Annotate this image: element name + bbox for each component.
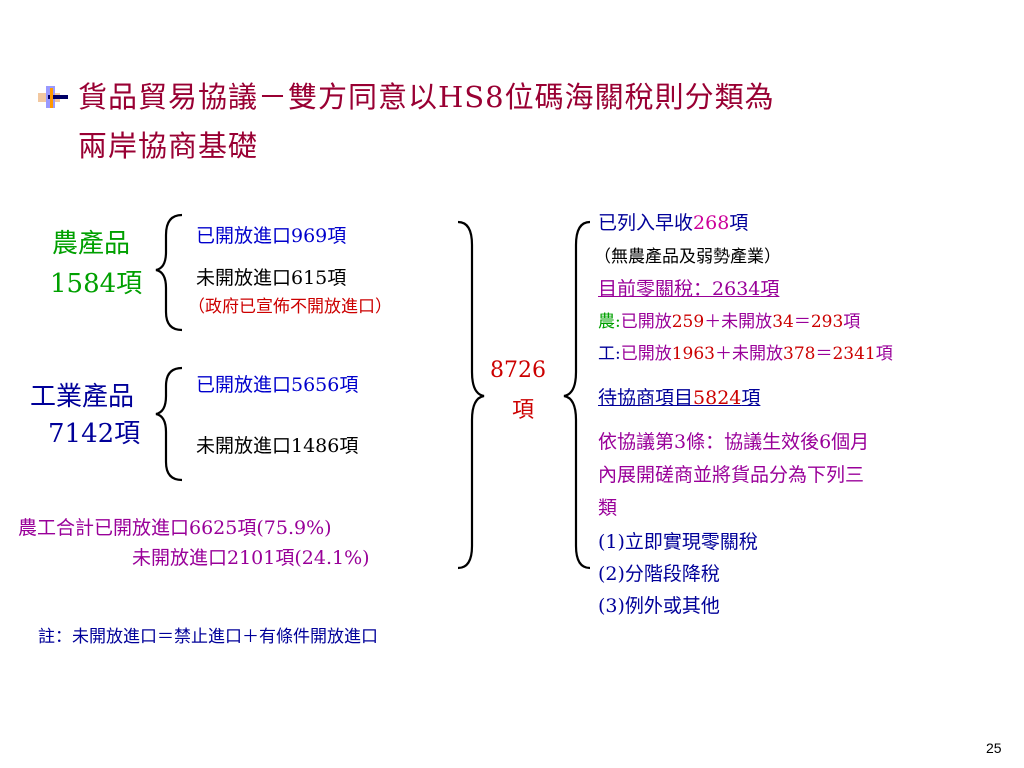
center-unit: 項 bbox=[512, 398, 535, 423]
ind-zero-eq: ＝ bbox=[815, 344, 833, 364]
industry-label: 工業產品 bbox=[30, 382, 135, 412]
agri-count: 1584項 bbox=[50, 269, 143, 299]
ind-zero-closed: 378 bbox=[783, 344, 816, 364]
agri-zero-open-label: 已開放 bbox=[620, 312, 672, 332]
totals-line1: 農工合計已開放進口6625項(75.9%) bbox=[18, 517, 332, 539]
early-suffix: 項 bbox=[729, 212, 749, 234]
early-value: 268 bbox=[693, 212, 730, 234]
agri-zero-row: 農:已開放259＋未開放34＝293項 bbox=[598, 312, 861, 333]
article-line1: 依協議第3條：協議生效後6個月 bbox=[598, 431, 870, 453]
industry-zero-row: 工:已開放1963＋未開放378＝2341項 bbox=[598, 344, 893, 365]
industry-count: 7142項 bbox=[48, 419, 141, 449]
agri-closed-note: （政府已宣佈不開放進口） bbox=[188, 297, 392, 317]
ind-zero-prefix: 工: bbox=[598, 344, 621, 364]
agri-zero-eq: ＝ bbox=[793, 312, 811, 332]
early-harvest: 已列入早收268項 bbox=[598, 212, 749, 235]
ind-zero-open: 1963 bbox=[671, 344, 715, 364]
agri-zero-total: 293 bbox=[810, 312, 844, 332]
zero-value: 2634 bbox=[712, 278, 761, 300]
agri-zero-suffix: 項 bbox=[843, 312, 861, 332]
totals-line2: 未開放進口2101項(24.1%) bbox=[132, 547, 370, 569]
ind-zero-open-label: 已開放 bbox=[620, 344, 672, 364]
pending-value: 5824 bbox=[693, 387, 742, 409]
zero-suffix: 項 bbox=[760, 278, 780, 300]
pending-suffix: 項 bbox=[741, 387, 761, 409]
agri-zero-open: 259 bbox=[671, 312, 705, 332]
zero-prefix: 目前零關稅： bbox=[598, 278, 713, 300]
pending-prefix: 待協商項目 bbox=[598, 387, 694, 409]
industry-open: 已開放進口5656項 bbox=[196, 374, 359, 396]
bullet-icon bbox=[38, 86, 68, 108]
category-1: (1)立即實現零關稅 bbox=[598, 531, 758, 553]
early-note: （無農產品及弱勢產業） bbox=[594, 247, 781, 267]
ind-zero-plus: ＋未開放 bbox=[715, 344, 783, 364]
ind-zero-suffix: 項 bbox=[875, 344, 893, 364]
category-2: (2)分階段降稅 bbox=[598, 563, 720, 585]
agri-label: 農產品 bbox=[52, 229, 131, 259]
article-line2: 內展開磋商並將貨品分為下列三 bbox=[598, 464, 865, 486]
industry-closed: 未開放進口1486項 bbox=[196, 435, 359, 457]
footnote: 註：未開放進口＝禁止進口＋有條件開放進口 bbox=[38, 627, 378, 647]
agri-zero-plus: ＋未開放 bbox=[704, 312, 773, 332]
agri-brace bbox=[155, 213, 183, 332]
center-total: 8726 bbox=[490, 358, 546, 383]
agri-open: 已開放進口969項 bbox=[196, 225, 347, 247]
pending-items: 待協商項目5824項 bbox=[598, 387, 761, 410]
agri-closed: 未開放進口615項 bbox=[196, 267, 347, 289]
center-right-brace bbox=[457, 220, 485, 570]
industry-brace bbox=[155, 366, 183, 482]
category-3: (3)例外或其他 bbox=[598, 595, 720, 617]
page-number: 25 bbox=[986, 740, 1002, 756]
agri-zero-closed: 34 bbox=[772, 312, 794, 332]
right-open-brace bbox=[563, 220, 591, 570]
agri-zero-prefix: 農: bbox=[598, 312, 621, 332]
zero-tariff: 目前零關稅：2634項 bbox=[598, 278, 780, 301]
early-prefix: 已列入早收 bbox=[598, 212, 694, 234]
slide-title-line2: 兩岸協商基礎 bbox=[78, 129, 259, 163]
slide-title-line1: 貨品貿易協議－雙方同意以HS8位碼海關稅則分類為 bbox=[78, 80, 775, 114]
ind-zero-total: 2341 bbox=[832, 344, 876, 364]
article-line3: 類 bbox=[598, 497, 618, 519]
